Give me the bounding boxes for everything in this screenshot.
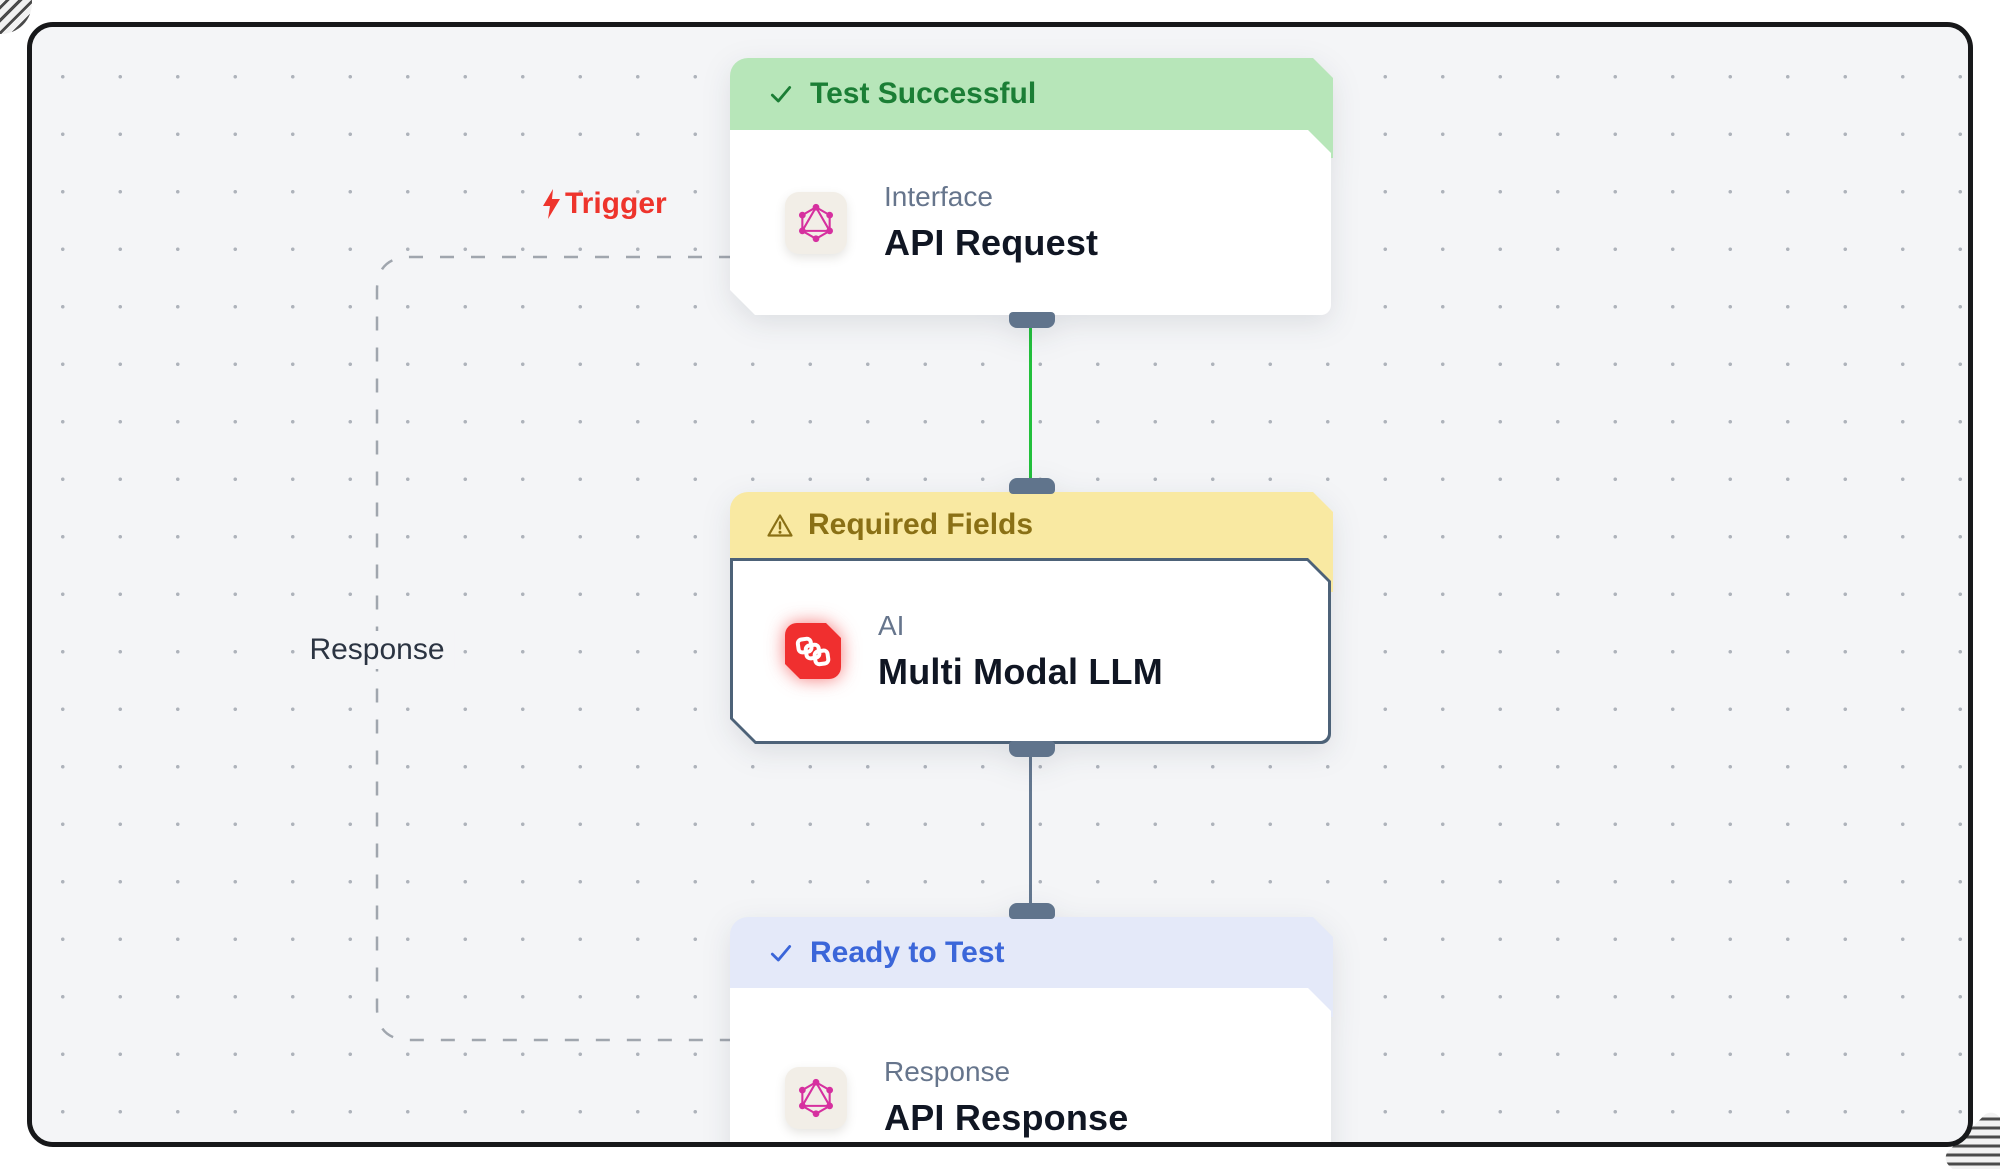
input-handle[interactable] [1008,903,1055,919]
node-card[interactable]: AI Multi Modal LLM [733,561,1328,741]
lightning-icon [543,189,560,219]
output-handle[interactable] [1008,312,1055,328]
status-text: Required Fields [808,508,1034,541]
trigger-label: Trigger [539,187,667,221]
check-icon [766,940,796,966]
graphql-icon [785,1067,847,1129]
node-multi-modal-llm[interactable]: Required Fields [730,478,1333,757]
node-api-response[interactable]: Ready to Test [730,903,1333,1147]
node-category: AI [878,609,905,641]
warning-icon [766,512,794,539]
response-label: Response [299,631,455,669]
node-card[interactable]: Response API Response [730,988,1331,1147]
selection-outline: AI Multi Modal LLM [730,558,1331,744]
node-title: API Response [884,1097,1129,1138]
node-card[interactable]: Interface API Request [730,130,1331,315]
node-title: Multi Modal LLM [878,650,1163,692]
status-text: Ready to Test [810,935,1005,969]
chain-icon [785,623,841,679]
corner-stripe-decoration [0,0,32,34]
node-title: API Request [884,222,1099,263]
node-api-request[interactable]: Test Successful [730,58,1333,328]
input-handle[interactable] [1008,478,1055,494]
canvas-frame: Trigger Response Test Successful [27,22,1973,1147]
node-category: Interface [884,181,993,212]
graphql-icon [785,192,847,254]
flow-canvas[interactable]: Trigger Response Test Successful [32,27,1968,1142]
edge-request-to-llm[interactable] [1029,315,1032,479]
check-icon [766,81,796,107]
node-category: Response [884,1056,1011,1087]
output-handle[interactable] [1008,741,1055,757]
status-text: Test Successful [810,77,1037,110]
edge-llm-to-response[interactable] [1029,743,1032,905]
